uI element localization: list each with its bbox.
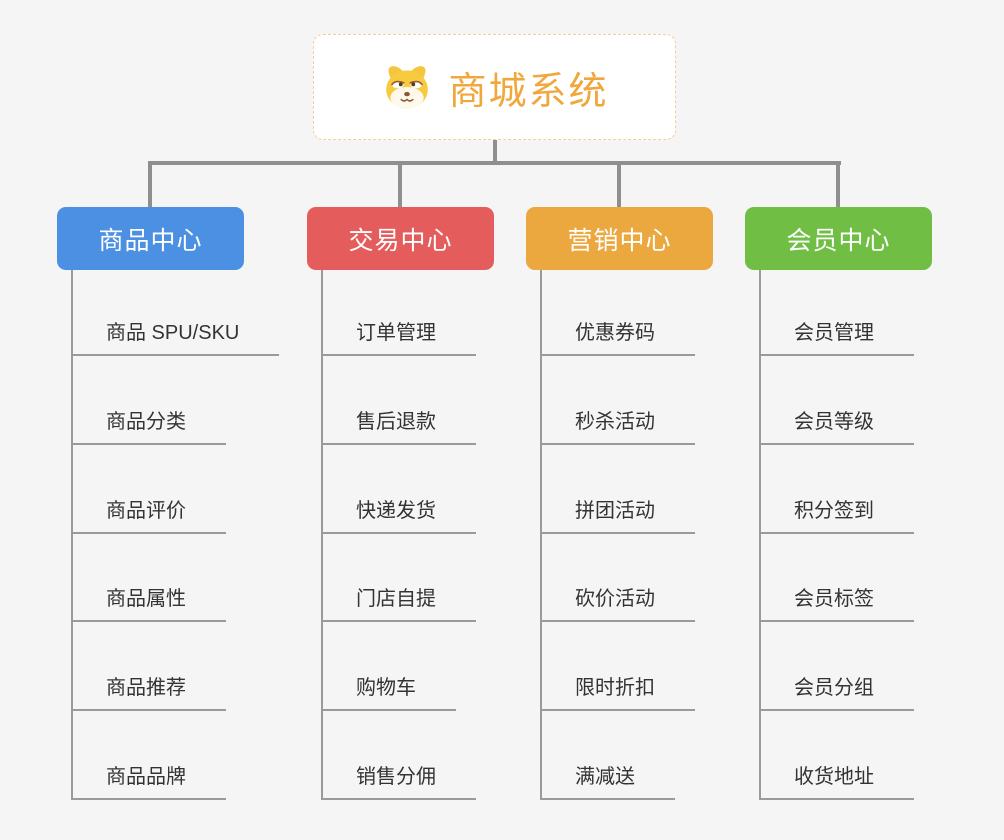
leaf-item[interactable]: 快递发货 [322, 498, 476, 534]
branch-trunk-line [321, 270, 323, 800]
leaf-item[interactable]: 订单管理 [322, 320, 476, 356]
leaf-item[interactable]: 商品分类 [72, 409, 226, 445]
leaf-item[interactable]: 满减送 [541, 764, 675, 800]
leaf-item[interactable]: 购物车 [322, 675, 456, 712]
leaf-item[interactable]: 售后退款 [322, 409, 476, 445]
leaf-item[interactable]: 商品推荐 [72, 675, 226, 712]
leaf-item[interactable]: 门店自提 [322, 586, 476, 623]
leaf-item[interactable]: 收货地址 [760, 764, 914, 800]
leaf-item[interactable]: 商品品牌 [72, 764, 226, 800]
branch-header[interactable]: 商品中心 [57, 207, 244, 270]
branch-leaves: 商品 SPU/SKU 商品分类商品评价商品属性商品推荐商品品牌 [57, 207, 280, 817]
leaf-item[interactable]: 砍价活动 [541, 586, 695, 623]
connector-drop [398, 161, 402, 207]
branch-trunk-line [540, 270, 542, 800]
branch-header[interactable]: 会员中心 [745, 207, 932, 270]
leaf-item[interactable]: 积分签到 [760, 498, 914, 534]
branch-header[interactable]: 营销中心 [526, 207, 713, 270]
branch-leaves: 会员管理会员等级积分签到会员标签会员分组收货地址 [745, 207, 932, 817]
branch-trade-center: 交易中心 订单管理售后退款快递发货门店自提购物车销售分佣 [307, 207, 494, 817]
branch-leaves: 优惠券码秒杀活动拼团活动砍价活动限时折扣满减送 [526, 207, 713, 817]
leaf-item[interactable]: 商品 SPU/SKU [72, 320, 280, 356]
leaf-item[interactable]: 会员分组 [760, 675, 914, 712]
leaf-item[interactable]: 秒杀活动 [541, 409, 695, 445]
leaf-item[interactable]: 拼团活动 [541, 498, 695, 534]
leaf-item[interactable]: 优惠券码 [541, 320, 695, 356]
connector-drop [148, 161, 152, 207]
connector-drop [836, 161, 840, 207]
branch-header[interactable]: 交易中心 [307, 207, 494, 270]
root-title: 商城系统 [448, 70, 609, 113]
root-node[interactable]: 商城系统 [313, 34, 676, 140]
leaf-item[interactable]: 限时折扣 [541, 675, 695, 712]
leaf-item[interactable]: 会员等级 [760, 409, 914, 445]
branch-trunk-line [71, 270, 73, 800]
branch-member-center: 会员中心 会员管理会员等级积分签到会员标签会员分组收货地址 [745, 207, 932, 817]
leaf-item[interactable]: 会员管理 [760, 320, 914, 356]
leaf-item[interactable]: 销售分佣 [322, 764, 476, 800]
leaf-item[interactable]: 商品属性 [72, 586, 226, 623]
leaf-item[interactable]: 会员标签 [760, 586, 914, 623]
dog-face-icon [380, 62, 434, 112]
connector-root-drop [493, 140, 497, 163]
connector-drop [617, 161, 621, 207]
leaf-item[interactable]: 商品评价 [72, 498, 226, 534]
branch-product-center: 商品中心 商品 SPU/SKU 商品分类商品评价商品属性商品推荐商品品牌 [57, 207, 280, 817]
branch-trunk-line [759, 270, 761, 800]
branch-marketing-center: 营销中心 优惠券码秒杀活动拼团活动砍价活动限时折扣满减送 [526, 207, 713, 817]
connector-bus [148, 161, 841, 165]
branch-leaves: 订单管理售后退款快递发货门店自提购物车销售分佣 [307, 207, 494, 817]
